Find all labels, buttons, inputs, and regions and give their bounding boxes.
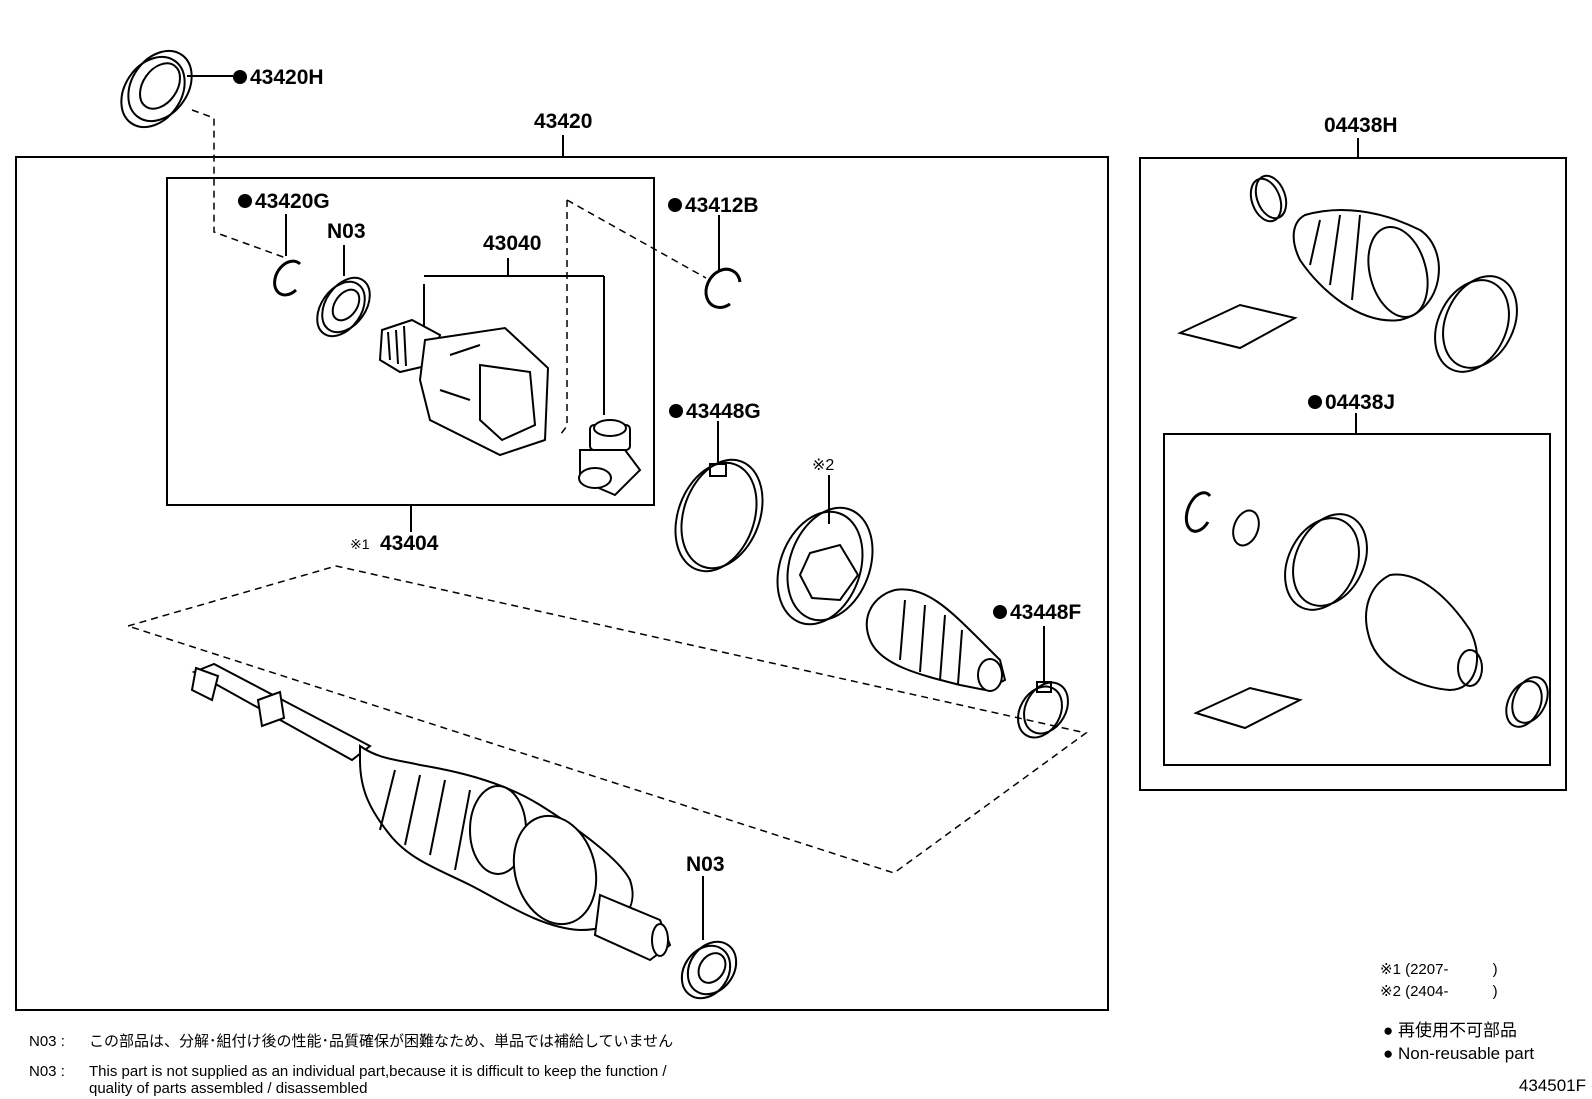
snap-ring-43420G-icon xyxy=(273,259,302,297)
boot-kit-04438H-icon xyxy=(1177,174,1518,373)
note-text: This part is not supplied as an individu… xyxy=(89,1063,667,1080)
label-43420: 43420 xyxy=(534,110,592,133)
frame-04438H xyxy=(1139,157,1567,791)
label-43448F: 43448F xyxy=(1010,601,1081,624)
label-N03-top: N03 xyxy=(327,220,366,243)
non-reusable-dot-icon xyxy=(1308,395,1322,409)
boot-icon xyxy=(865,588,1007,692)
non-reusable-dot-icon: ● xyxy=(1383,1044,1394,1063)
boot-clamp-43448G-icon xyxy=(674,458,764,573)
period-range: (2207- xyxy=(1405,961,1449,978)
boot-clamp-43448F-icon xyxy=(1017,681,1069,739)
period-range: (2404- xyxy=(1405,983,1449,1000)
tripod-joint-icon xyxy=(578,419,642,497)
non-reusable-dot-icon xyxy=(669,404,683,418)
non-reusable-dot-icon: ● xyxy=(1383,1021,1394,1040)
note-en: N03 : This part is not supplied as an ind… xyxy=(29,1063,667,1081)
figure-id: 434501F xyxy=(1518,1076,1586,1095)
note-sep: : xyxy=(60,1063,65,1080)
label-43040: 43040 xyxy=(483,232,541,255)
boot-kit-04438J-icon xyxy=(1184,491,1549,730)
inboard-joint-housing-icon xyxy=(378,318,550,457)
legend-ja: ● 再使用不可部品 xyxy=(1383,1020,1517,1042)
washer-N03-top-icon xyxy=(316,276,371,338)
non-reusable-dot-icon xyxy=(238,194,252,208)
label-43404: 43404 xyxy=(380,532,439,555)
label-43420G: 43420G xyxy=(255,190,330,213)
label-mark2: ※2 xyxy=(812,457,834,474)
period-close: ) xyxy=(1492,961,1498,978)
legend-en: ● Non-reusable part xyxy=(1383,1043,1534,1065)
period-mark: ※2 xyxy=(1380,983,1401,1000)
note-text: この部品は、分解･組付け後の性能･品質確保が困難なため、単品では補給していません xyxy=(89,1033,674,1050)
drive-shaft-assembly-icon xyxy=(190,662,672,962)
note-sep: : xyxy=(60,1033,65,1050)
note-code: N03 xyxy=(29,1063,57,1080)
period-mark-2: ※2 (2404- ) xyxy=(1380,982,1498,1000)
legend-ja-text: 再使用不可部品 xyxy=(1398,1021,1518,1040)
note-ja: N03 : この部品は、分解･組付け後の性能･品質確保が困難なため、単品では補給し… xyxy=(29,1033,673,1051)
part-labels: 43420H 43420 43420G N03 43040 43412B 434… xyxy=(233,66,1398,876)
note-en-line2: quality of parts assembled / disassemble… xyxy=(89,1080,367,1098)
label-04438J: 04438J xyxy=(1325,391,1395,414)
snap-ring-43412B-icon xyxy=(704,267,742,309)
non-reusable-dot-icon xyxy=(668,198,682,212)
period-mark: ※1 xyxy=(1380,961,1401,978)
label-43448G: 43448G xyxy=(686,400,761,423)
seal-43420H-icon xyxy=(120,49,193,129)
label-43420H: 43420H xyxy=(250,66,324,89)
period-close: ) xyxy=(1492,983,1498,1000)
non-reusable-dot-icon xyxy=(993,605,1007,619)
label-mark1: ※1 xyxy=(350,536,370,552)
note-code: N03 xyxy=(29,1033,57,1050)
period-mark-1: ※1 (2207- ) xyxy=(1380,960,1498,978)
washer-N03-bottom-icon xyxy=(680,940,738,1000)
note-text-line2: quality of parts assembled / disassemble… xyxy=(89,1080,368,1097)
legend-en-text: Non-reusable part xyxy=(1398,1044,1535,1063)
non-reusable-dot-icon xyxy=(233,70,247,84)
label-43412B: 43412B xyxy=(685,194,759,217)
damper-ring-icon xyxy=(776,506,874,626)
label-04438H: 04438H xyxy=(1324,114,1398,137)
label-N03-bottom: N03 xyxy=(686,853,725,876)
